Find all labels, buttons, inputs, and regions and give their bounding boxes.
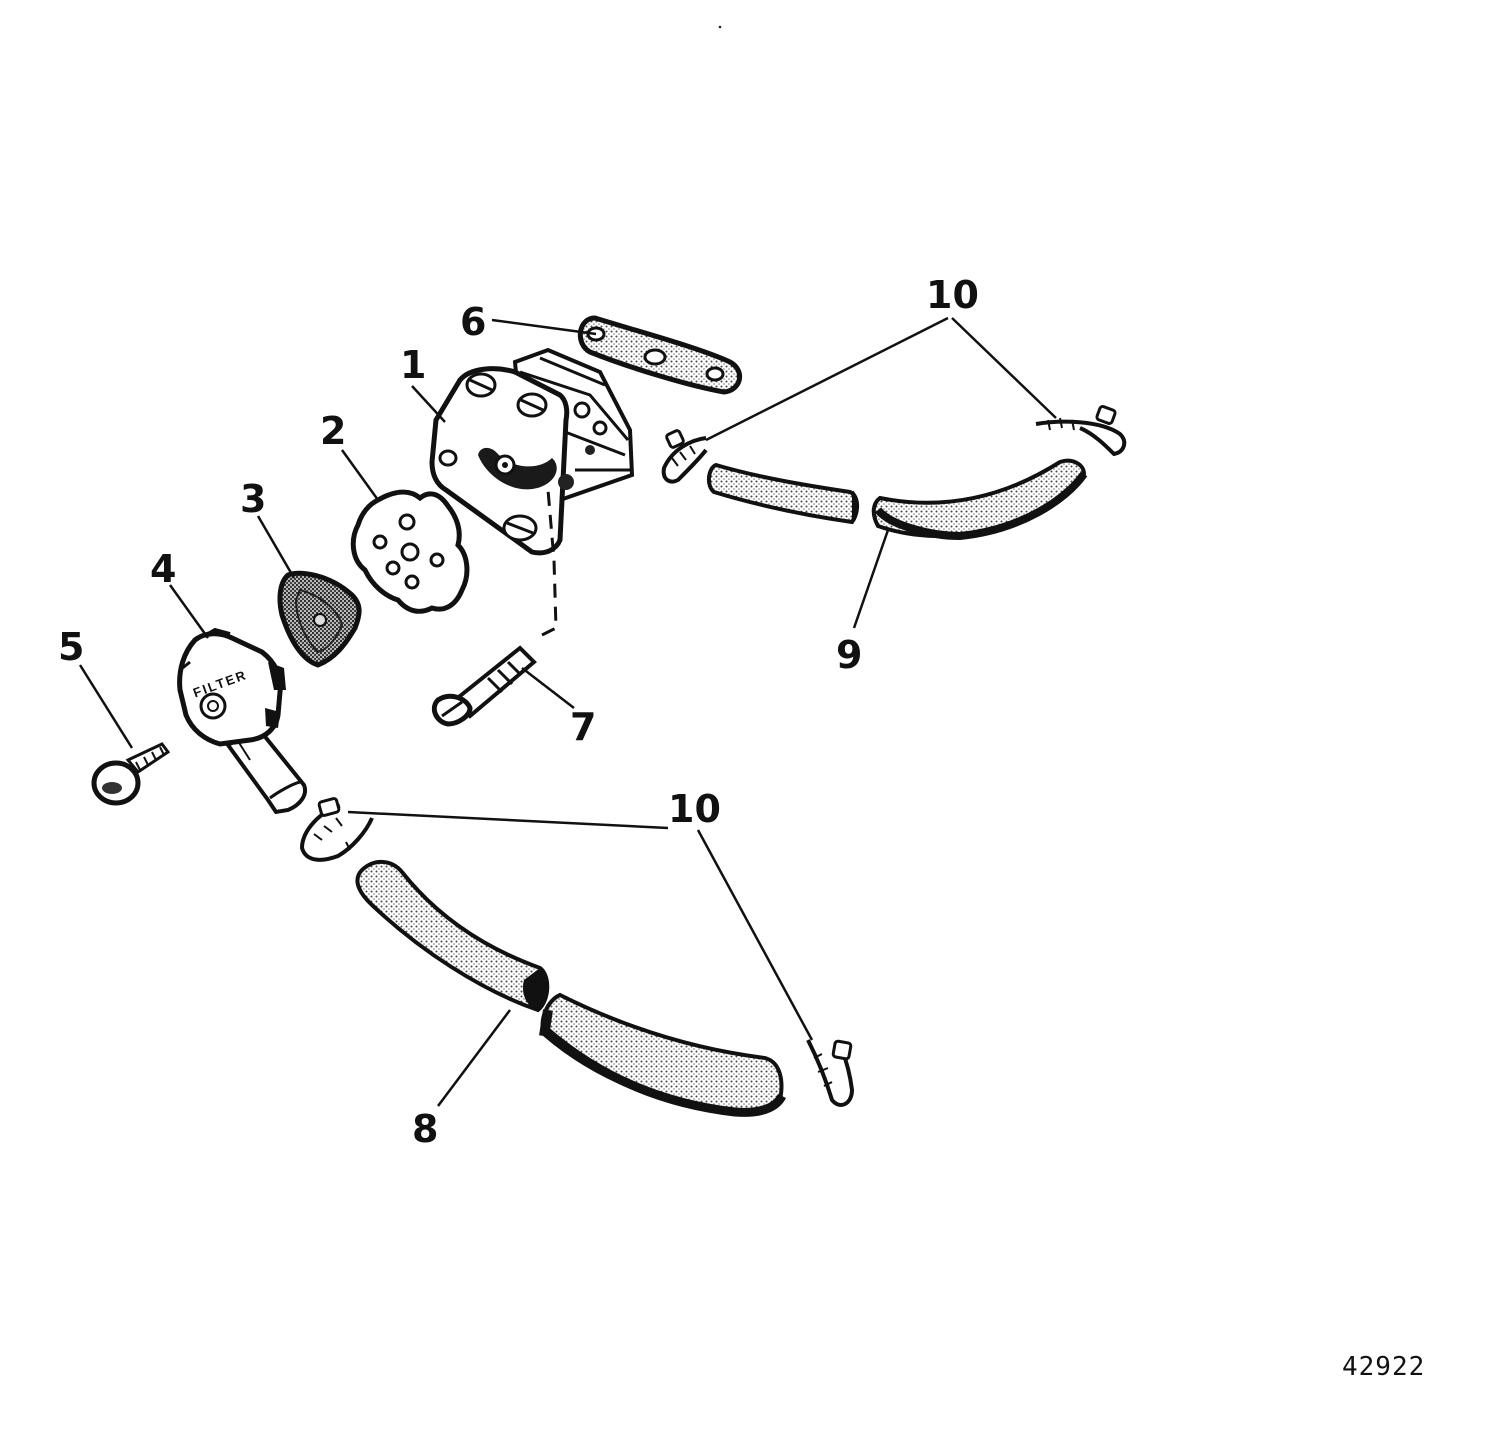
callout-10-upper: 10 [926,273,979,317]
part-10-clamp-lower-left [299,797,374,862]
part-10-clamp-upper-right [1035,405,1127,457]
leader-10a-right [951,317,1057,419]
part-10-clamp-lower-right [806,1039,855,1107]
part-5-cover-screw [91,742,171,806]
part-9-upper-fuel-hose [707,458,1088,541]
leader-4 [168,584,210,639]
part-3-filter-screen [277,570,362,668]
leader-2 [340,449,380,501]
leader-8 [437,1009,511,1107]
leader-6 [491,318,597,336]
leader-9 [852,529,890,629]
part-2-diaphragm [350,489,470,614]
figure-number: 42922 [1342,1352,1426,1382]
callout-7: 7 [570,705,597,749]
leader-5 [78,664,134,749]
leader-lines [78,316,1057,1107]
callout-2: 2 [320,409,347,453]
leader-10b-right [696,829,814,1041]
callout-4: 4 [150,547,177,591]
callout-10-lower: 10 [668,787,721,831]
leader-7 [521,667,575,709]
callout-9: 9 [836,633,863,677]
part-4-filter-cover: FILTER [177,627,307,815]
callout-5: 5 [58,625,85,669]
part-7-mounting-screw [431,645,537,727]
leader-10b-left [347,810,669,830]
leader-3 [256,515,296,579]
callout-3: 3 [240,477,267,521]
leader-1 [411,385,446,423]
part-10-clamp-upper-left [661,429,708,484]
speck [718,25,722,29]
callout-1: 1 [400,343,427,387]
callout-8: 8 [412,1107,439,1151]
alignment-dashed-line [541,489,558,637]
part-1-fuel-pump-body [429,347,635,556]
leader-10a-left [705,316,949,442]
part-8-lower-fuel-hose [355,860,787,1117]
callout-6: 6 [460,300,487,344]
